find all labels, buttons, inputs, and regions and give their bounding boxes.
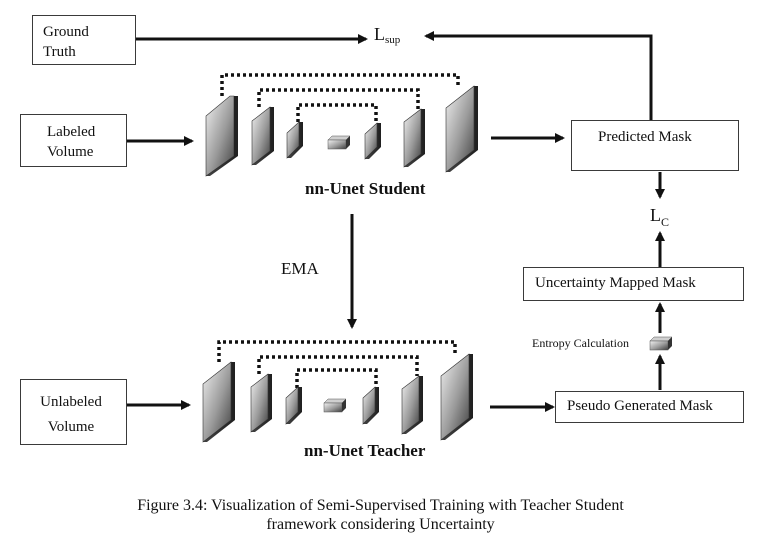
student-bottleneck (327, 135, 351, 150)
student-unet (205, 73, 478, 177)
entropy-block-icon (649, 336, 673, 351)
student-skip-mid (257, 88, 420, 109)
lc-label: LC (650, 205, 669, 230)
ground-truth-box: Ground Truth (32, 15, 136, 65)
teacher-block-dec3 (362, 386, 379, 425)
student-block-enc3 (286, 121, 303, 159)
teacher-skip-outer (217, 340, 457, 362)
predicted-mask-box: Predicted Mask (571, 120, 739, 171)
teacher-block-enc2 (250, 373, 272, 433)
teacher-block-enc1 (202, 361, 235, 443)
caption-line-2: framework considering Uncertainty (266, 516, 495, 533)
pseudo-generated-mask-box: Pseudo Generated Mask (555, 391, 744, 423)
lc-sub: C (661, 215, 670, 229)
arrow-pred-to-lsup (424, 31, 653, 120)
pseudo-generated-mask-label: Pseudo Generated Mask (567, 398, 713, 414)
unlabeled-volume-label: Unlabeled Volume (40, 394, 102, 435)
caption-line-1: Figure 3.4: Visualization of Semi-Superv… (137, 497, 624, 514)
labeled-volume-label: Labeled Volume (47, 124, 96, 160)
arrows (127, 31, 665, 412)
uncertainty-mapped-mask-label: Uncertainty Mapped Mask (535, 275, 696, 291)
student-skip-outer (220, 73, 460, 96)
student-title: nn-Unet Student (305, 179, 426, 198)
teacher-title: nn-Unet Teacher (304, 441, 426, 460)
teacher-block-dec1 (440, 353, 473, 441)
student-block-dec3 (364, 122, 381, 160)
student-block-dec1 (445, 85, 478, 173)
lc-main: L (650, 205, 661, 225)
teacher-unet (202, 340, 473, 443)
predicted-mask-label: Predicted Mask (598, 129, 692, 145)
lsup-main: L (374, 24, 385, 44)
lsup-label: Lsup (374, 24, 400, 46)
lsup-sub: sup (385, 34, 401, 46)
student-block-enc1 (205, 95, 238, 177)
entropy-label: Entropy Calculation (532, 336, 629, 350)
teacher-bottleneck (323, 398, 347, 413)
unlabeled-volume-box: Unlabeled Volume (20, 379, 127, 445)
student-skip-inner (296, 103, 378, 123)
student-block-dec2 (403, 108, 425, 168)
labeled-volume-box: Labeled Volume (20, 114, 127, 167)
uncertainty-mapped-mask-box: Uncertainty Mapped Mask (523, 267, 744, 301)
ground-truth-label: Ground Truth (43, 24, 89, 60)
ema-label: EMA (281, 259, 319, 278)
teacher-skip-mid (257, 355, 419, 376)
teacher-skip-inner (295, 368, 378, 388)
teacher-block-enc3 (285, 386, 302, 425)
teacher-block-dec2 (401, 375, 423, 435)
student-block-enc2 (251, 106, 274, 166)
